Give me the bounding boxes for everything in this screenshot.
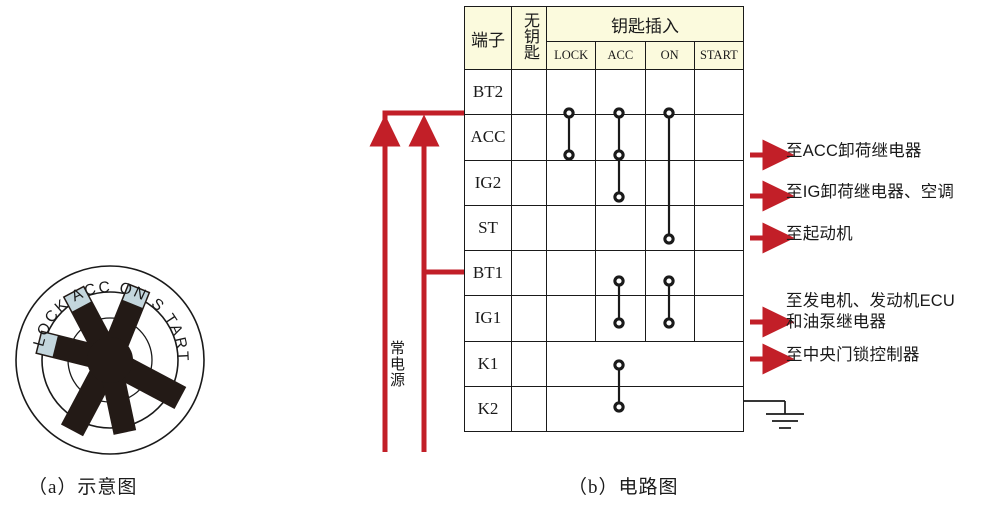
annotation-ig2: 至IG卸荷继电器、空调 bbox=[786, 183, 955, 201]
cell-bt1-on bbox=[644, 249, 695, 297]
cell-acc-on bbox=[644, 114, 695, 161]
power-wire-bt1 bbox=[408, 114, 464, 452]
cell-k1-nokey bbox=[511, 340, 547, 387]
row-label-st: ST bbox=[464, 204, 512, 252]
cell-ig1-lock bbox=[545, 295, 597, 342]
cell-ig2-acc bbox=[595, 159, 646, 206]
header-position-start: START bbox=[693, 41, 745, 70]
power-wire-bt2 bbox=[369, 110, 464, 452]
cell-acc-acc bbox=[595, 114, 646, 161]
table-header: 端子 无钥匙 钥匙插入 LOCK ACC ON START bbox=[464, 6, 745, 70]
table-row: K1 bbox=[464, 340, 744, 387]
cell-bt2-on bbox=[644, 68, 695, 116]
cell-acc-nokey bbox=[511, 114, 547, 161]
switch-contact-spokes bbox=[35, 283, 187, 437]
cell-acc-start bbox=[693, 114, 745, 161]
switch-contact-table: 端子 无钥匙 钥匙插入 LOCK ACC ON START BT2 bbox=[464, 6, 745, 433]
cell-ig2-nokey bbox=[511, 159, 547, 206]
ground-wire bbox=[744, 400, 786, 414]
table-row: ACC bbox=[464, 114, 745, 161]
cell-bt1-acc bbox=[595, 249, 646, 297]
cell-ig2-lock bbox=[545, 159, 597, 206]
annotation-k1: 至中央门锁控制器 bbox=[786, 346, 920, 364]
annotation-acc: 至ACC卸荷继电器 bbox=[786, 142, 922, 160]
header-no-key-label: 无钥匙 bbox=[521, 11, 538, 60]
row-label-bt2: BT2 bbox=[464, 68, 512, 116]
header-position-acc: ACC bbox=[595, 41, 646, 70]
table-row: K2 bbox=[464, 385, 744, 433]
ignition-switch-schematic: LOCK ACC ON S TART bbox=[12, 262, 208, 458]
table-row: IG1 bbox=[464, 295, 745, 342]
header-key-inserted: 钥匙插入 bbox=[546, 6, 744, 42]
cell-ig1-start bbox=[693, 295, 745, 342]
table-row: IG2 bbox=[464, 159, 745, 206]
cell-st-lock bbox=[545, 204, 597, 252]
cell-bt1-nokey bbox=[511, 249, 547, 297]
cell-st-on bbox=[644, 204, 695, 252]
annotation-st: 至起动机 bbox=[786, 225, 853, 243]
cell-ig1-acc bbox=[595, 295, 646, 342]
row-label-k2: K2 bbox=[464, 385, 512, 433]
table-row: BT2 bbox=[464, 68, 745, 116]
cell-bt2-nokey bbox=[511, 68, 547, 116]
annotation-ig1: 至发电机、发动机ECU 和油泵继电器 bbox=[786, 292, 956, 332]
row-label-acc: ACC bbox=[464, 114, 512, 161]
figure-b-caption: （b）电路图 bbox=[568, 477, 679, 498]
table-row: BT1 bbox=[464, 249, 745, 297]
table-body: BT2 ACC IG2 bbox=[464, 68, 745, 433]
constant-power-label: 常电源 bbox=[388, 340, 405, 388]
row-label-bt1: BT1 bbox=[464, 249, 512, 297]
cell-bt1-lock bbox=[545, 249, 597, 297]
cell-ig1-on bbox=[644, 295, 695, 342]
header-position-on: ON bbox=[644, 41, 695, 70]
cell-bt2-start bbox=[693, 68, 745, 116]
cell-k2-nokey bbox=[511, 385, 547, 433]
header-position-lock: LOCK bbox=[545, 41, 597, 70]
cell-bt2-lock bbox=[545, 68, 597, 116]
table-row: ST bbox=[464, 204, 745, 252]
header-no-key: 无钥匙 bbox=[511, 6, 547, 70]
cell-st-acc bbox=[595, 204, 646, 252]
row-label-k1: K1 bbox=[464, 340, 512, 387]
cell-st-start bbox=[693, 204, 745, 252]
cell-ig2-on bbox=[644, 159, 695, 206]
cell-st-nokey bbox=[511, 204, 547, 252]
header-terminal: 端子 bbox=[464, 6, 512, 70]
cell-k2-positions-merged bbox=[546, 385, 744, 433]
cell-bt2-acc bbox=[595, 68, 646, 116]
ground-symbol bbox=[766, 413, 804, 429]
figure-a-caption: （a）示意图 bbox=[28, 477, 138, 498]
cell-ig1-nokey bbox=[511, 295, 547, 342]
cell-acc-lock bbox=[545, 114, 597, 161]
cell-k1-positions-merged bbox=[546, 340, 744, 387]
row-label-ig1: IG1 bbox=[464, 295, 512, 342]
cell-bt1-start bbox=[693, 249, 745, 297]
cell-ig2-start bbox=[693, 159, 745, 206]
row-label-ig2: IG2 bbox=[464, 159, 512, 206]
